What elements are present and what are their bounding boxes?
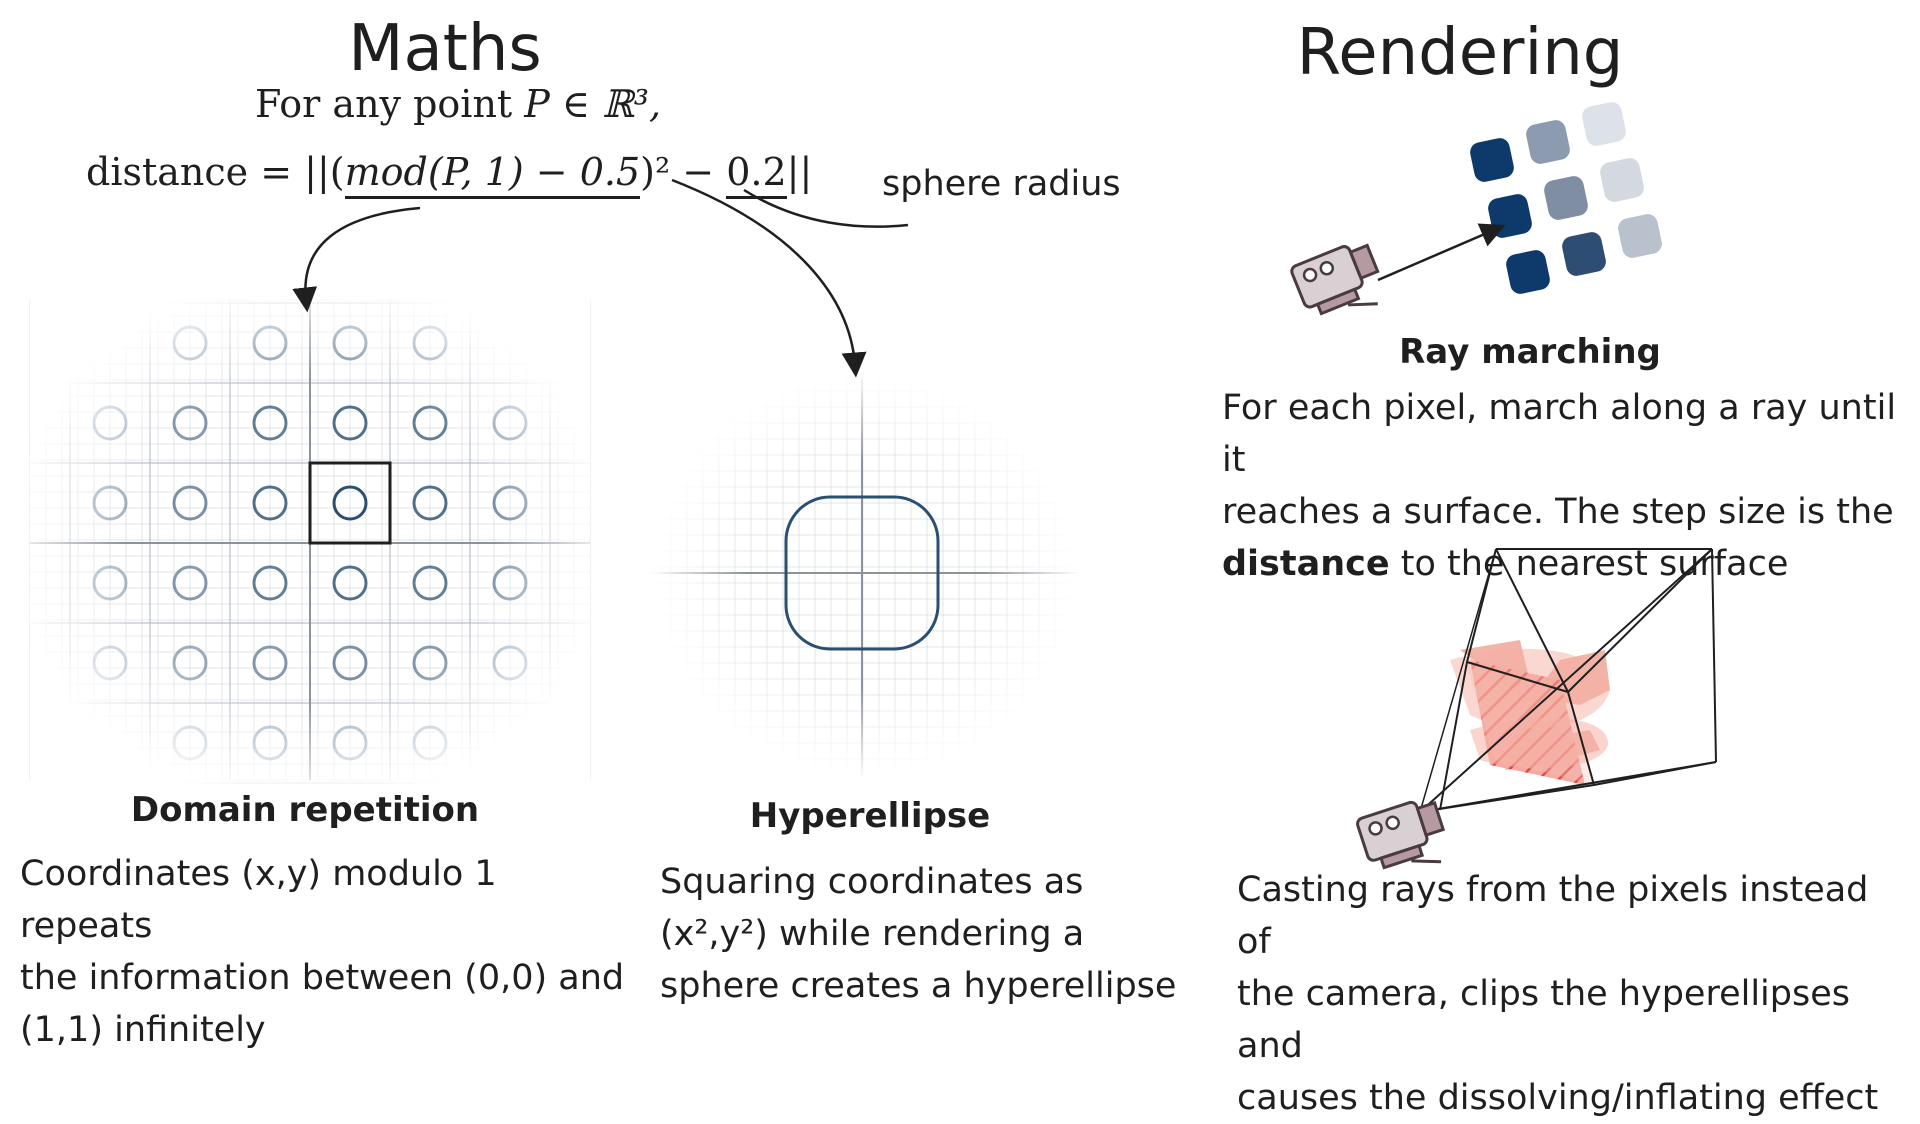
formula-line-2-prefix: distance = [86,150,293,194]
hyperellipse-body-line: Squaring coordinates as [660,862,1084,902]
domain-heading: Domain repetition [130,790,480,830]
arrow-to-hyper-icon [671,178,867,378]
hyperellipse-body-line: sphere creates a hyperellipse [660,966,1177,1006]
ray-body-rest: to the nearest surface [1389,544,1789,584]
rendering-title: Rendering [1296,16,1624,90]
ray-body-line-3: distance to the nearest surface [1222,538,1912,590]
casting-body: Casting rays from the pixels instead of … [1237,864,1912,1124]
formula-point-set: P ∈ ℝ³, [524,82,662,126]
arrow-to-domain-icon [292,206,421,313]
formula-close: || [786,150,813,194]
formula-radius: 0.2 [726,150,787,199]
formula-mod-term: mod(P, 1) − 0.5 [344,150,641,199]
unit-cell-highlight [308,461,392,545]
ray-marching-heading: Ray marching [1399,332,1661,372]
domain-body: Coordinates (x,y) modulo 1 repeats the i… [20,848,640,1056]
formula-line-1-prefix: For any point [255,82,513,126]
casting-body-line: Casting rays from the pixels instead of [1237,870,1869,962]
domain-body-line: (1,1) infinitely [20,1010,266,1050]
formula-mod-text: mod(P, 1) − 0.5 [344,150,641,194]
domain-body-line: Coordinates (x,y) modulo 1 repeats [20,854,497,946]
formula-square: )² − [640,150,727,194]
hyperellipse-heading: Hyperellipse [749,796,991,836]
ray-body-line: reaches a surface. The step size is the [1222,492,1894,532]
sphere-radius-note: sphere radius [882,164,1121,204]
ray-body-line: For each pixel, march along a ray until … [1222,388,1897,480]
frustum-diagram [1419,548,1717,813]
camera-icon [1356,800,1446,870]
ray-body-bold: distance [1222,544,1390,584]
domain-body-line: the information between (0,0) and [20,958,625,998]
hyperellipse-body: Squaring coordinates as (x²,y²) while re… [660,856,1180,1012]
casting-body-line: the camera, clips the hyperellipses and [1237,974,1850,1066]
camera-icon [1290,243,1380,316]
ray-marching-body: For each pixel, march along a ray until … [1222,382,1912,590]
ray-arrow-icon [1377,223,1506,282]
diagram-canvas [29,102,1717,870]
ray-marching-tiles [1470,102,1662,294]
formula-line-1: For any point P ∈ ℝ³, [255,82,661,126]
hyperellipse-body-line: (x²,y²) while rendering a [660,914,1085,954]
formula-open: ||( [304,150,345,194]
radius-pointer-line [743,188,909,228]
hyper-fade [650,370,1080,780]
maths-title: Maths [348,12,542,86]
formula-line-2: distance = ||(mod(P, 1) − 0.5)² − 0.2|| [86,150,813,199]
hyperellipse-shape [784,495,940,651]
